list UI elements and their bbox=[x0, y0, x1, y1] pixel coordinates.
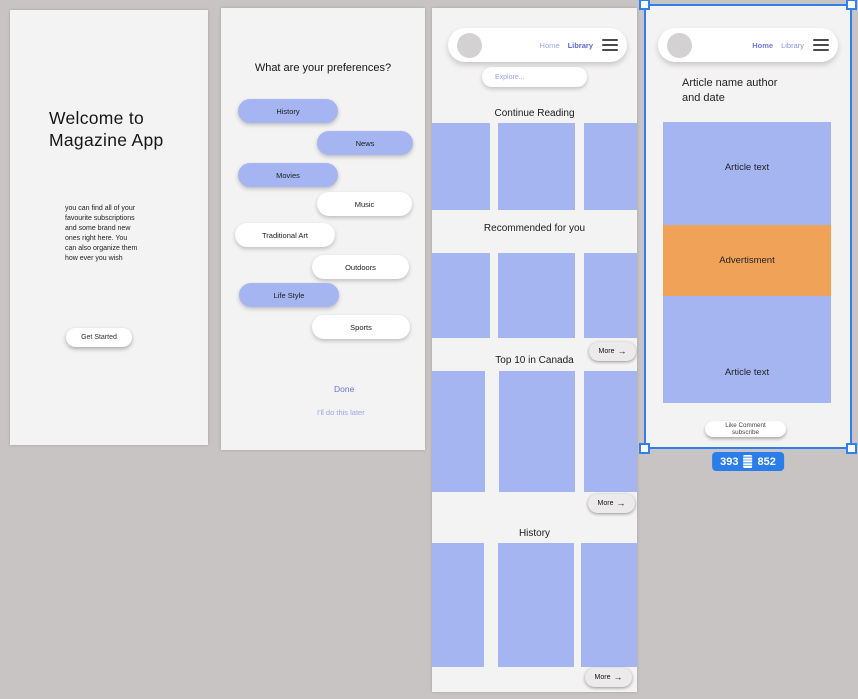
welcome-body-line: and some brand new bbox=[65, 225, 131, 232]
advertisement-label: Advertisment bbox=[719, 255, 775, 266]
arrow-right-icon: → bbox=[616, 498, 626, 508]
frame-size-badge: 393 852 bbox=[712, 452, 784, 471]
nav-library-link[interactable]: Library bbox=[567, 40, 593, 50]
resize-handle-top-left[interactable] bbox=[639, 0, 650, 10]
more-label: More bbox=[594, 674, 611, 681]
magazine-card[interactable] bbox=[584, 123, 637, 210]
more-button-history[interactable]: More → bbox=[585, 668, 632, 687]
frame-height-value: 852 bbox=[757, 455, 776, 468]
magazine-card[interactable] bbox=[498, 253, 575, 338]
more-button-top10[interactable]: More → bbox=[588, 494, 635, 513]
preferences-title: What are your preferences? bbox=[254, 62, 392, 74]
preference-pill-movies[interactable]: Movies bbox=[238, 163, 338, 187]
nav-home-link[interactable]: Home bbox=[752, 40, 774, 50]
arrow-right-icon: → bbox=[613, 672, 623, 682]
article-text-label: Article text bbox=[724, 162, 770, 173]
magazine-card[interactable] bbox=[432, 123, 490, 210]
welcome-body-line: can also organize them bbox=[65, 245, 138, 252]
dimensions-icon bbox=[743, 455, 753, 468]
more-label: More bbox=[597, 500, 614, 507]
arrow-right-icon: → bbox=[617, 346, 627, 356]
nav-home-link[interactable]: Home bbox=[539, 40, 560, 50]
article-title-line1: Article name author bbox=[682, 77, 778, 89]
magazine-card[interactable] bbox=[498, 543, 574, 667]
section-title-top10-canada: Top 10 in Canada bbox=[495, 355, 574, 366]
hamburger-menu-icon[interactable] bbox=[602, 39, 618, 51]
welcome-body-line: how ever you wish bbox=[65, 255, 123, 262]
hamburger-menu-icon[interactable] bbox=[813, 39, 829, 51]
section-title-recommended: Recommended for you bbox=[483, 223, 586, 234]
screen-home-feed[interactable]: Home Library Explore... Continue Reading… bbox=[432, 8, 637, 692]
preference-pill-sports[interactable]: Sports bbox=[312, 315, 410, 339]
magazine-card[interactable] bbox=[584, 253, 637, 338]
article-title: Article name author and date bbox=[682, 76, 777, 106]
section-title-continue-reading: Continue Reading bbox=[494, 108, 575, 119]
preference-pill-traditional-art[interactable]: Traditional Art bbox=[235, 223, 335, 247]
magazine-card[interactable] bbox=[581, 543, 637, 667]
app-header-bar: Home Library bbox=[658, 28, 838, 62]
avatar[interactable] bbox=[457, 32, 482, 58]
done-link[interactable]: Done bbox=[334, 384, 355, 394]
section-title-history: History bbox=[518, 528, 551, 539]
magazine-card[interactable] bbox=[584, 371, 637, 492]
more-label: More bbox=[598, 348, 615, 355]
welcome-body-line: you can find all of your bbox=[65, 205, 136, 212]
welcome-title: Welcome to Magazine App bbox=[49, 107, 164, 151]
explore-search-input[interactable]: Explore... bbox=[482, 67, 587, 87]
magazine-card[interactable] bbox=[499, 371, 575, 492]
preference-pill-outdoors[interactable]: Outdoors bbox=[312, 255, 409, 279]
magazine-card[interactable] bbox=[498, 123, 575, 210]
avatar[interactable] bbox=[667, 32, 692, 58]
preference-pill-news[interactable]: News bbox=[317, 131, 413, 155]
more-button-recommended[interactable]: More → bbox=[589, 342, 636, 361]
app-header-bar: Home Library bbox=[448, 28, 627, 62]
get-started-button[interactable]: Get Started bbox=[66, 328, 132, 347]
magazine-card[interactable] bbox=[432, 371, 485, 492]
welcome-body-line: ones right here. You bbox=[65, 235, 128, 242]
screen-article[interactable]: Home Library Article name author and dat… bbox=[646, 6, 850, 447]
article-text-block: Article text bbox=[663, 122, 831, 225]
frame-width-value: 393 bbox=[720, 455, 739, 468]
welcome-title-line2: Magazine App bbox=[49, 130, 164, 150]
advertisement-block[interactable]: Advertisment bbox=[663, 225, 831, 296]
screen-preferences[interactable]: What are your preferences? History News … bbox=[221, 8, 425, 450]
selection-frame[interactable]: Home Library Article name author and dat… bbox=[639, 0, 857, 471]
article-text-block: Article text bbox=[663, 296, 831, 403]
resize-handle-top-right[interactable] bbox=[846, 0, 857, 10]
magazine-card[interactable] bbox=[432, 543, 484, 667]
welcome-title-line1: Welcome to bbox=[49, 108, 145, 128]
welcome-body-text: you can find all of your favourite subsc… bbox=[65, 204, 137, 264]
resize-handle-bottom-right[interactable] bbox=[846, 443, 857, 454]
nav-library-link[interactable]: Library bbox=[781, 40, 804, 50]
welcome-body-line: favourite subscriptions bbox=[65, 215, 135, 222]
magazine-card[interactable] bbox=[432, 253, 490, 338]
article-text-label: Article text bbox=[724, 367, 770, 378]
preference-pill-life-style[interactable]: Life Style bbox=[239, 283, 339, 307]
like-comment-subscribe-button[interactable]: Like Comment subscribe bbox=[705, 421, 786, 437]
preference-pill-music[interactable]: Music bbox=[317, 192, 412, 216]
resize-handle-bottom-left[interactable] bbox=[639, 443, 650, 454]
screen-welcome[interactable]: Welcome to Magazine App you can find all… bbox=[10, 10, 208, 445]
preference-pill-history[interactable]: History bbox=[238, 99, 338, 123]
article-title-line2: and date bbox=[682, 92, 725, 104]
do-this-later-link[interactable]: I'll do this later bbox=[317, 408, 365, 417]
